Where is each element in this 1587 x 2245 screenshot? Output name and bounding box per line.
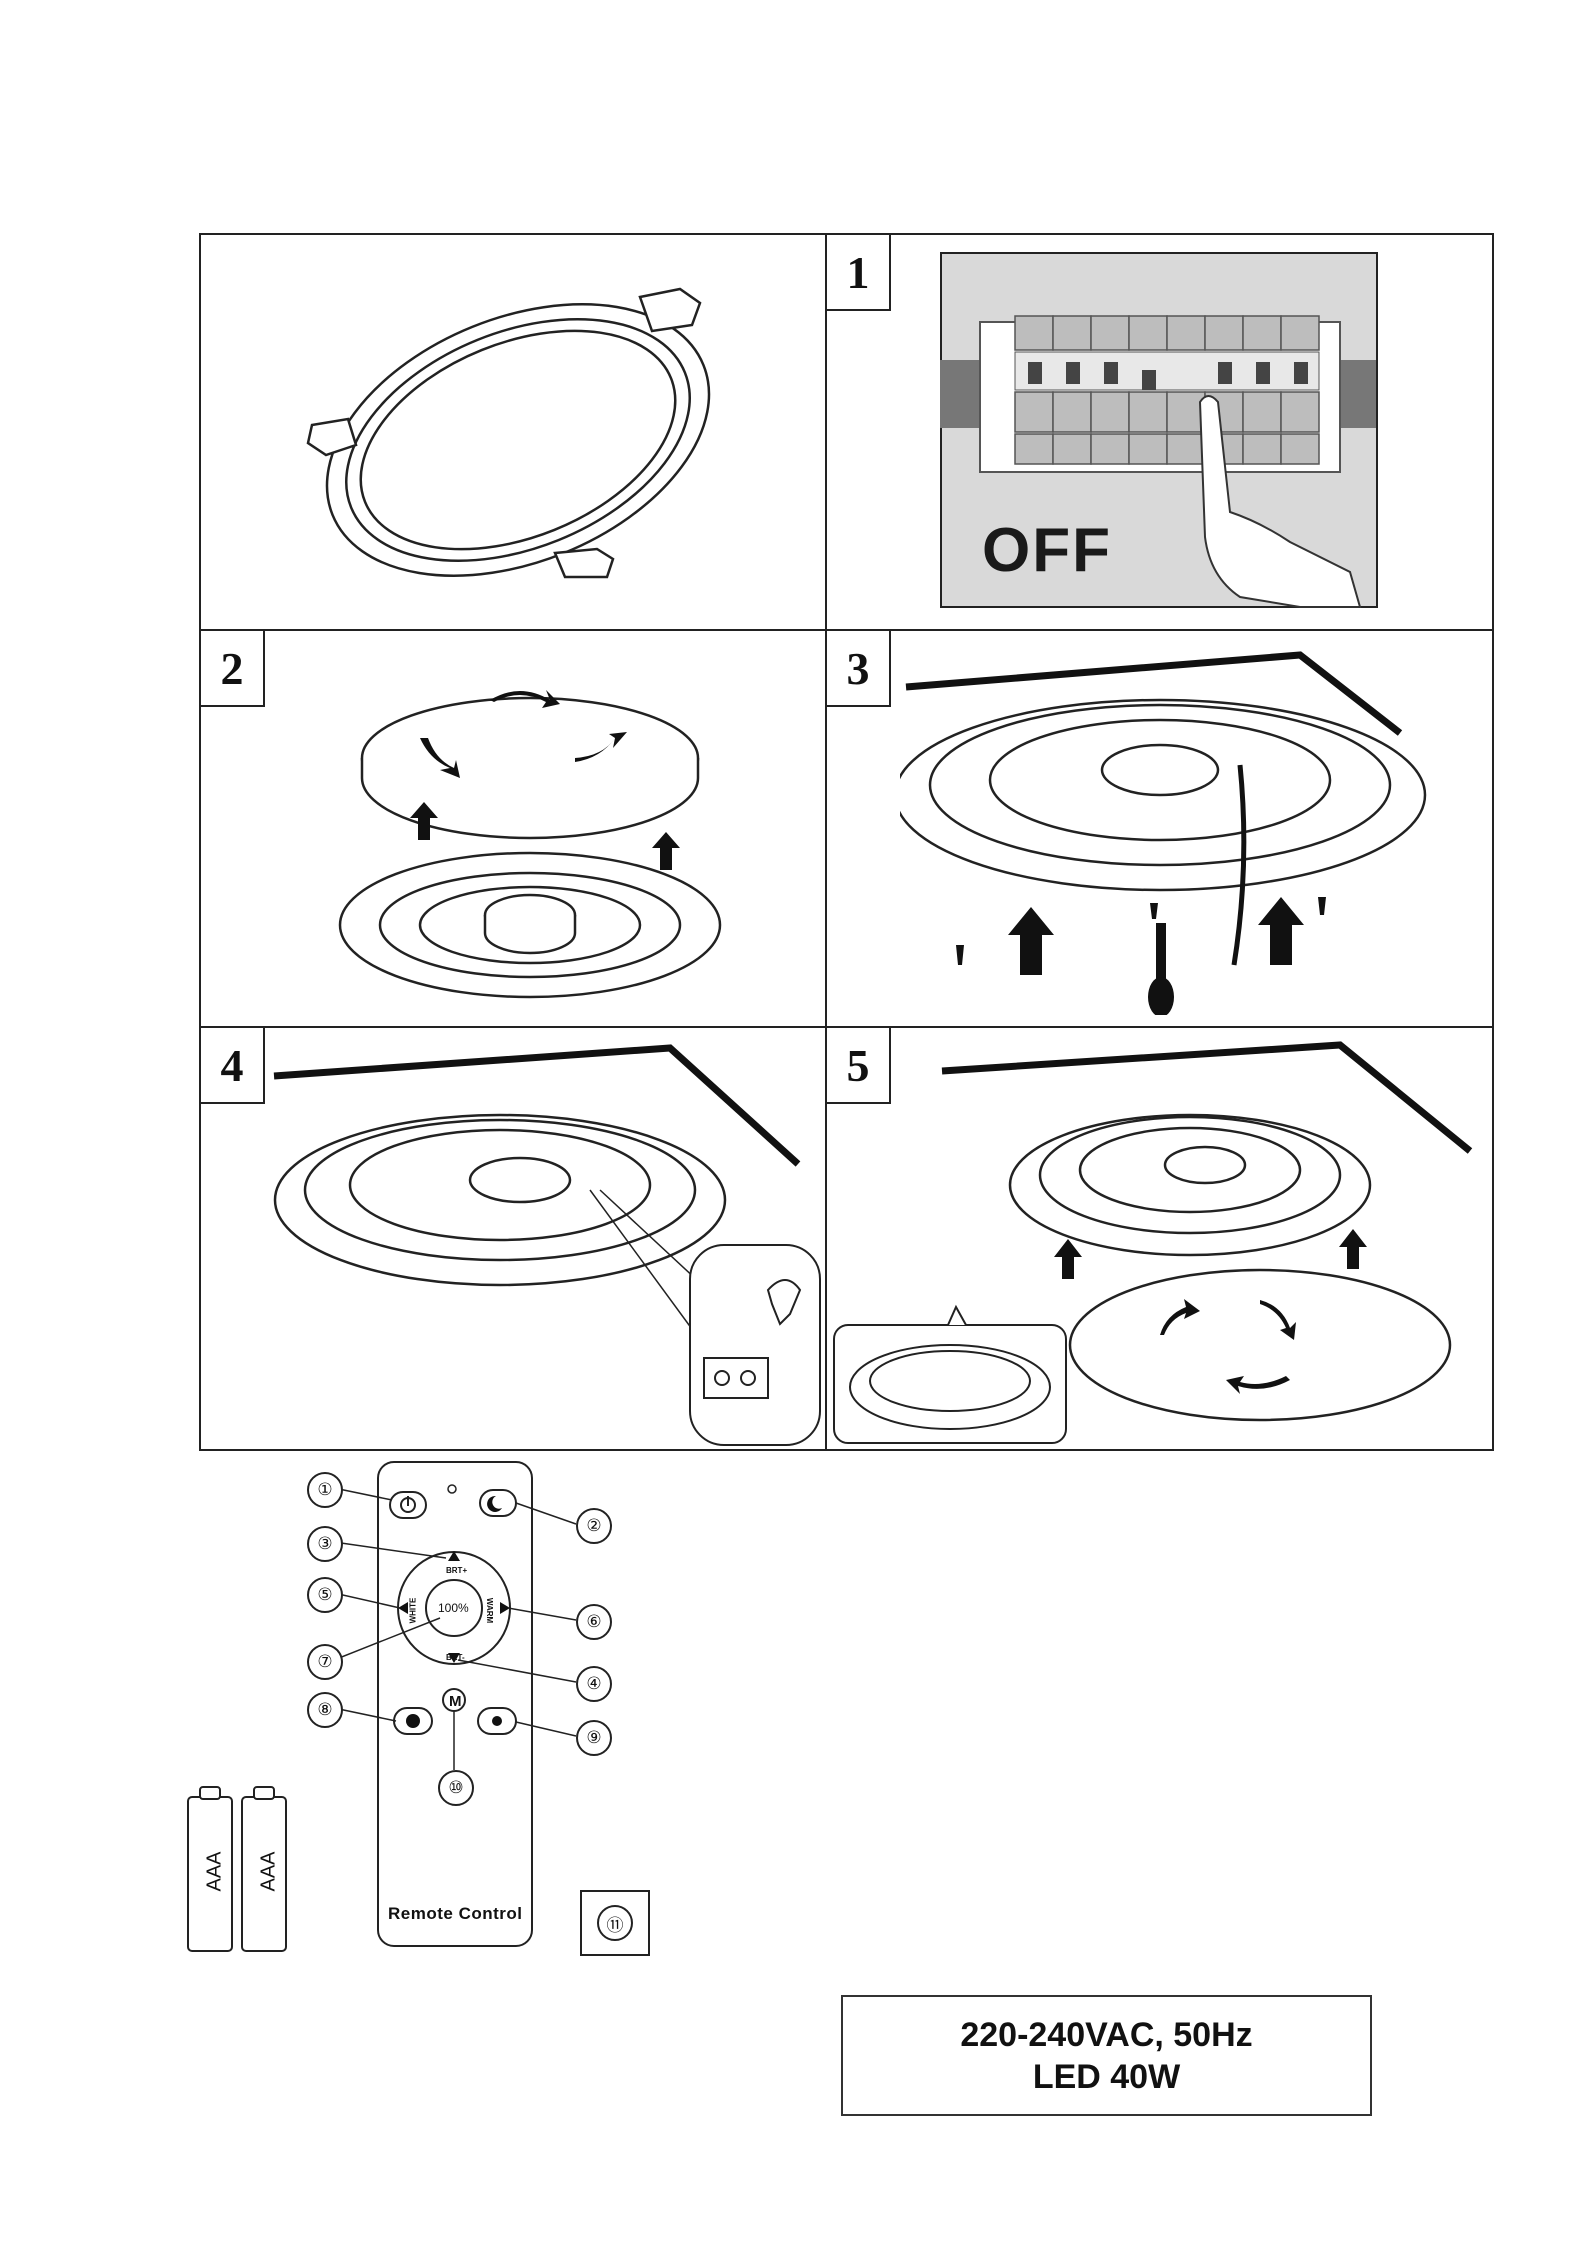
arrow-up-icon: [1339, 1229, 1367, 1269]
remote-title: Remote Control: [388, 1904, 523, 1924]
callout-11: ⑪: [597, 1905, 633, 1941]
callout-2: ②: [576, 1508, 612, 1544]
step-number-2: 2: [201, 631, 265, 707]
callout-6: ⑥: [576, 1604, 612, 1640]
spec-box: 220-240VAC, 50Hz LED 40W: [841, 1995, 1372, 2116]
breaker-off-label: OFF: [982, 515, 1112, 586]
remote-center-label: 100%: [438, 1601, 469, 1615]
callout-8: ⑧: [307, 1692, 343, 1728]
remote-right-label: WARM: [485, 1598, 494, 1623]
remove-cover-illustration: [330, 670, 730, 1010]
callout-5: ⑤: [307, 1577, 343, 1613]
arrow-up-icon: [1258, 897, 1304, 965]
wiring-illustration: [270, 1040, 825, 1448]
arrow-up-icon: [1008, 907, 1054, 975]
remote-left-label: WHITE: [408, 1598, 417, 1624]
callout-1: ①: [307, 1472, 343, 1508]
dim-sun-icon: [492, 1716, 502, 1726]
lamp-ring-illustration: [300, 275, 740, 595]
screw-icon: [1150, 903, 1158, 919]
callout-4: ④: [576, 1666, 612, 1702]
bright-sun-icon: [406, 1714, 420, 1728]
spec-voltage: 220-240VAC, 50Hz: [960, 2014, 1252, 2056]
callout-3: ③: [307, 1526, 343, 1562]
mount-base-illustration: [900, 645, 1460, 1015]
screw-icon: [1318, 897, 1326, 915]
battery-label-2: AAA: [258, 1850, 281, 1894]
step-number-4: 4: [201, 1028, 265, 1104]
attach-cover-illustration: [830, 1035, 1490, 1447]
callout-7: ⑦: [307, 1644, 343, 1680]
step-number-3: 3: [827, 631, 891, 707]
remote-down-label: BRT-: [446, 1653, 465, 1662]
accessory-box: ⑪: [580, 1890, 650, 1956]
step-number-1: 1: [827, 235, 891, 311]
arrow-up-icon: [1054, 1239, 1082, 1279]
arrow-up-icon: [652, 832, 680, 870]
remote-m-label: M: [449, 1693, 462, 1710]
screw-icon: [956, 945, 964, 965]
spec-power: LED 40W: [1033, 2056, 1180, 2098]
remote-up-label: BRT+: [446, 1566, 467, 1575]
callout-9: ⑨: [576, 1720, 612, 1756]
callout-10: ⑩: [438, 1770, 474, 1806]
battery-label-1: AAA: [204, 1850, 227, 1894]
